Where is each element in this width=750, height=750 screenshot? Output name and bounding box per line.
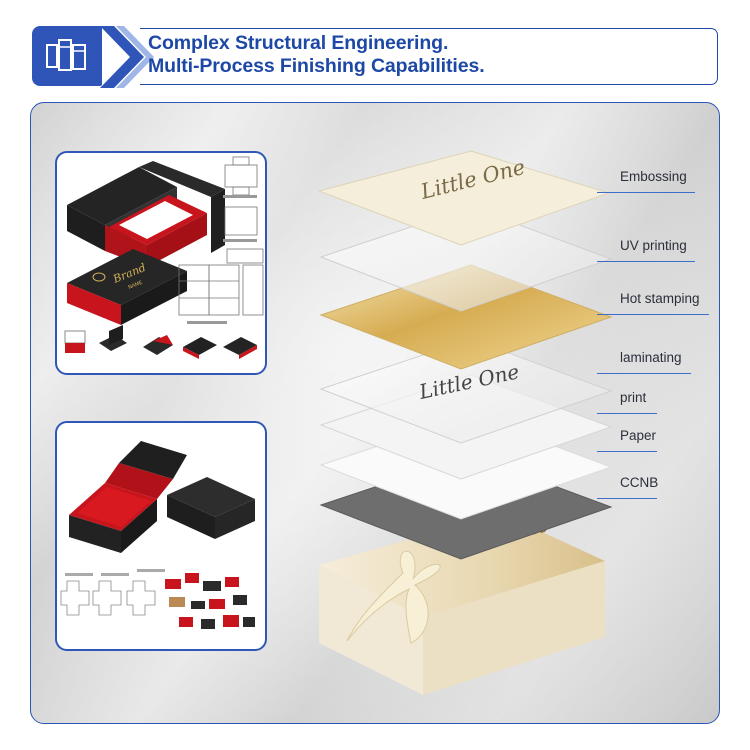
header-title-line2: Multi-Process Finishing Capabilities. bbox=[148, 55, 485, 77]
header-title: Complex Structural Engineering. Multi-Pr… bbox=[148, 32, 485, 78]
structure-inset-top: Brand NAME bbox=[55, 151, 267, 375]
header-frame bbox=[140, 28, 718, 85]
structure-inset-bottom bbox=[55, 421, 267, 651]
label-line-hot-stamping bbox=[597, 314, 709, 316]
header-title-line1: Complex Structural Engineering. bbox=[148, 32, 449, 54]
label-laminating: laminating bbox=[620, 350, 682, 365]
exploded-layers-illustration: Little One Little One Little One bbox=[317, 150, 613, 695]
label-paper: Paper bbox=[620, 428, 657, 443]
label-uv-printing: UV printing bbox=[620, 238, 687, 253]
box-dieline-icon bbox=[46, 39, 86, 71]
folding-box-illustration bbox=[60, 441, 255, 629]
chevron-right-icon bbox=[100, 26, 154, 88]
label-line-embossing bbox=[597, 192, 695, 194]
magnetic-box-illustration: Brand NAME bbox=[64, 156, 264, 359]
gift-box: Little One bbox=[319, 512, 605, 695]
header-banner: Complex Structural Engineering. Multi-Pr… bbox=[30, 26, 718, 88]
label-line-laminating bbox=[597, 373, 691, 375]
header-logo-badge bbox=[32, 26, 102, 86]
label-line-print bbox=[597, 413, 657, 415]
label-line-paper bbox=[597, 451, 657, 453]
label-line-ccnb bbox=[597, 498, 657, 500]
main-panel: Brand NAME bbox=[30, 102, 720, 724]
layer-embossing bbox=[317, 150, 611, 246]
brand-sub-text: NAME bbox=[128, 280, 144, 291]
svg-text:NAME: NAME bbox=[128, 280, 144, 291]
label-line-uv-printing bbox=[597, 261, 695, 263]
label-print: print bbox=[620, 390, 647, 405]
layer-laminating bbox=[319, 338, 613, 444]
label-embossing: Embossing bbox=[620, 169, 687, 184]
label-hot-stamping: Hot stamping bbox=[620, 291, 700, 306]
label-ccnb: CCNB bbox=[620, 475, 659, 490]
